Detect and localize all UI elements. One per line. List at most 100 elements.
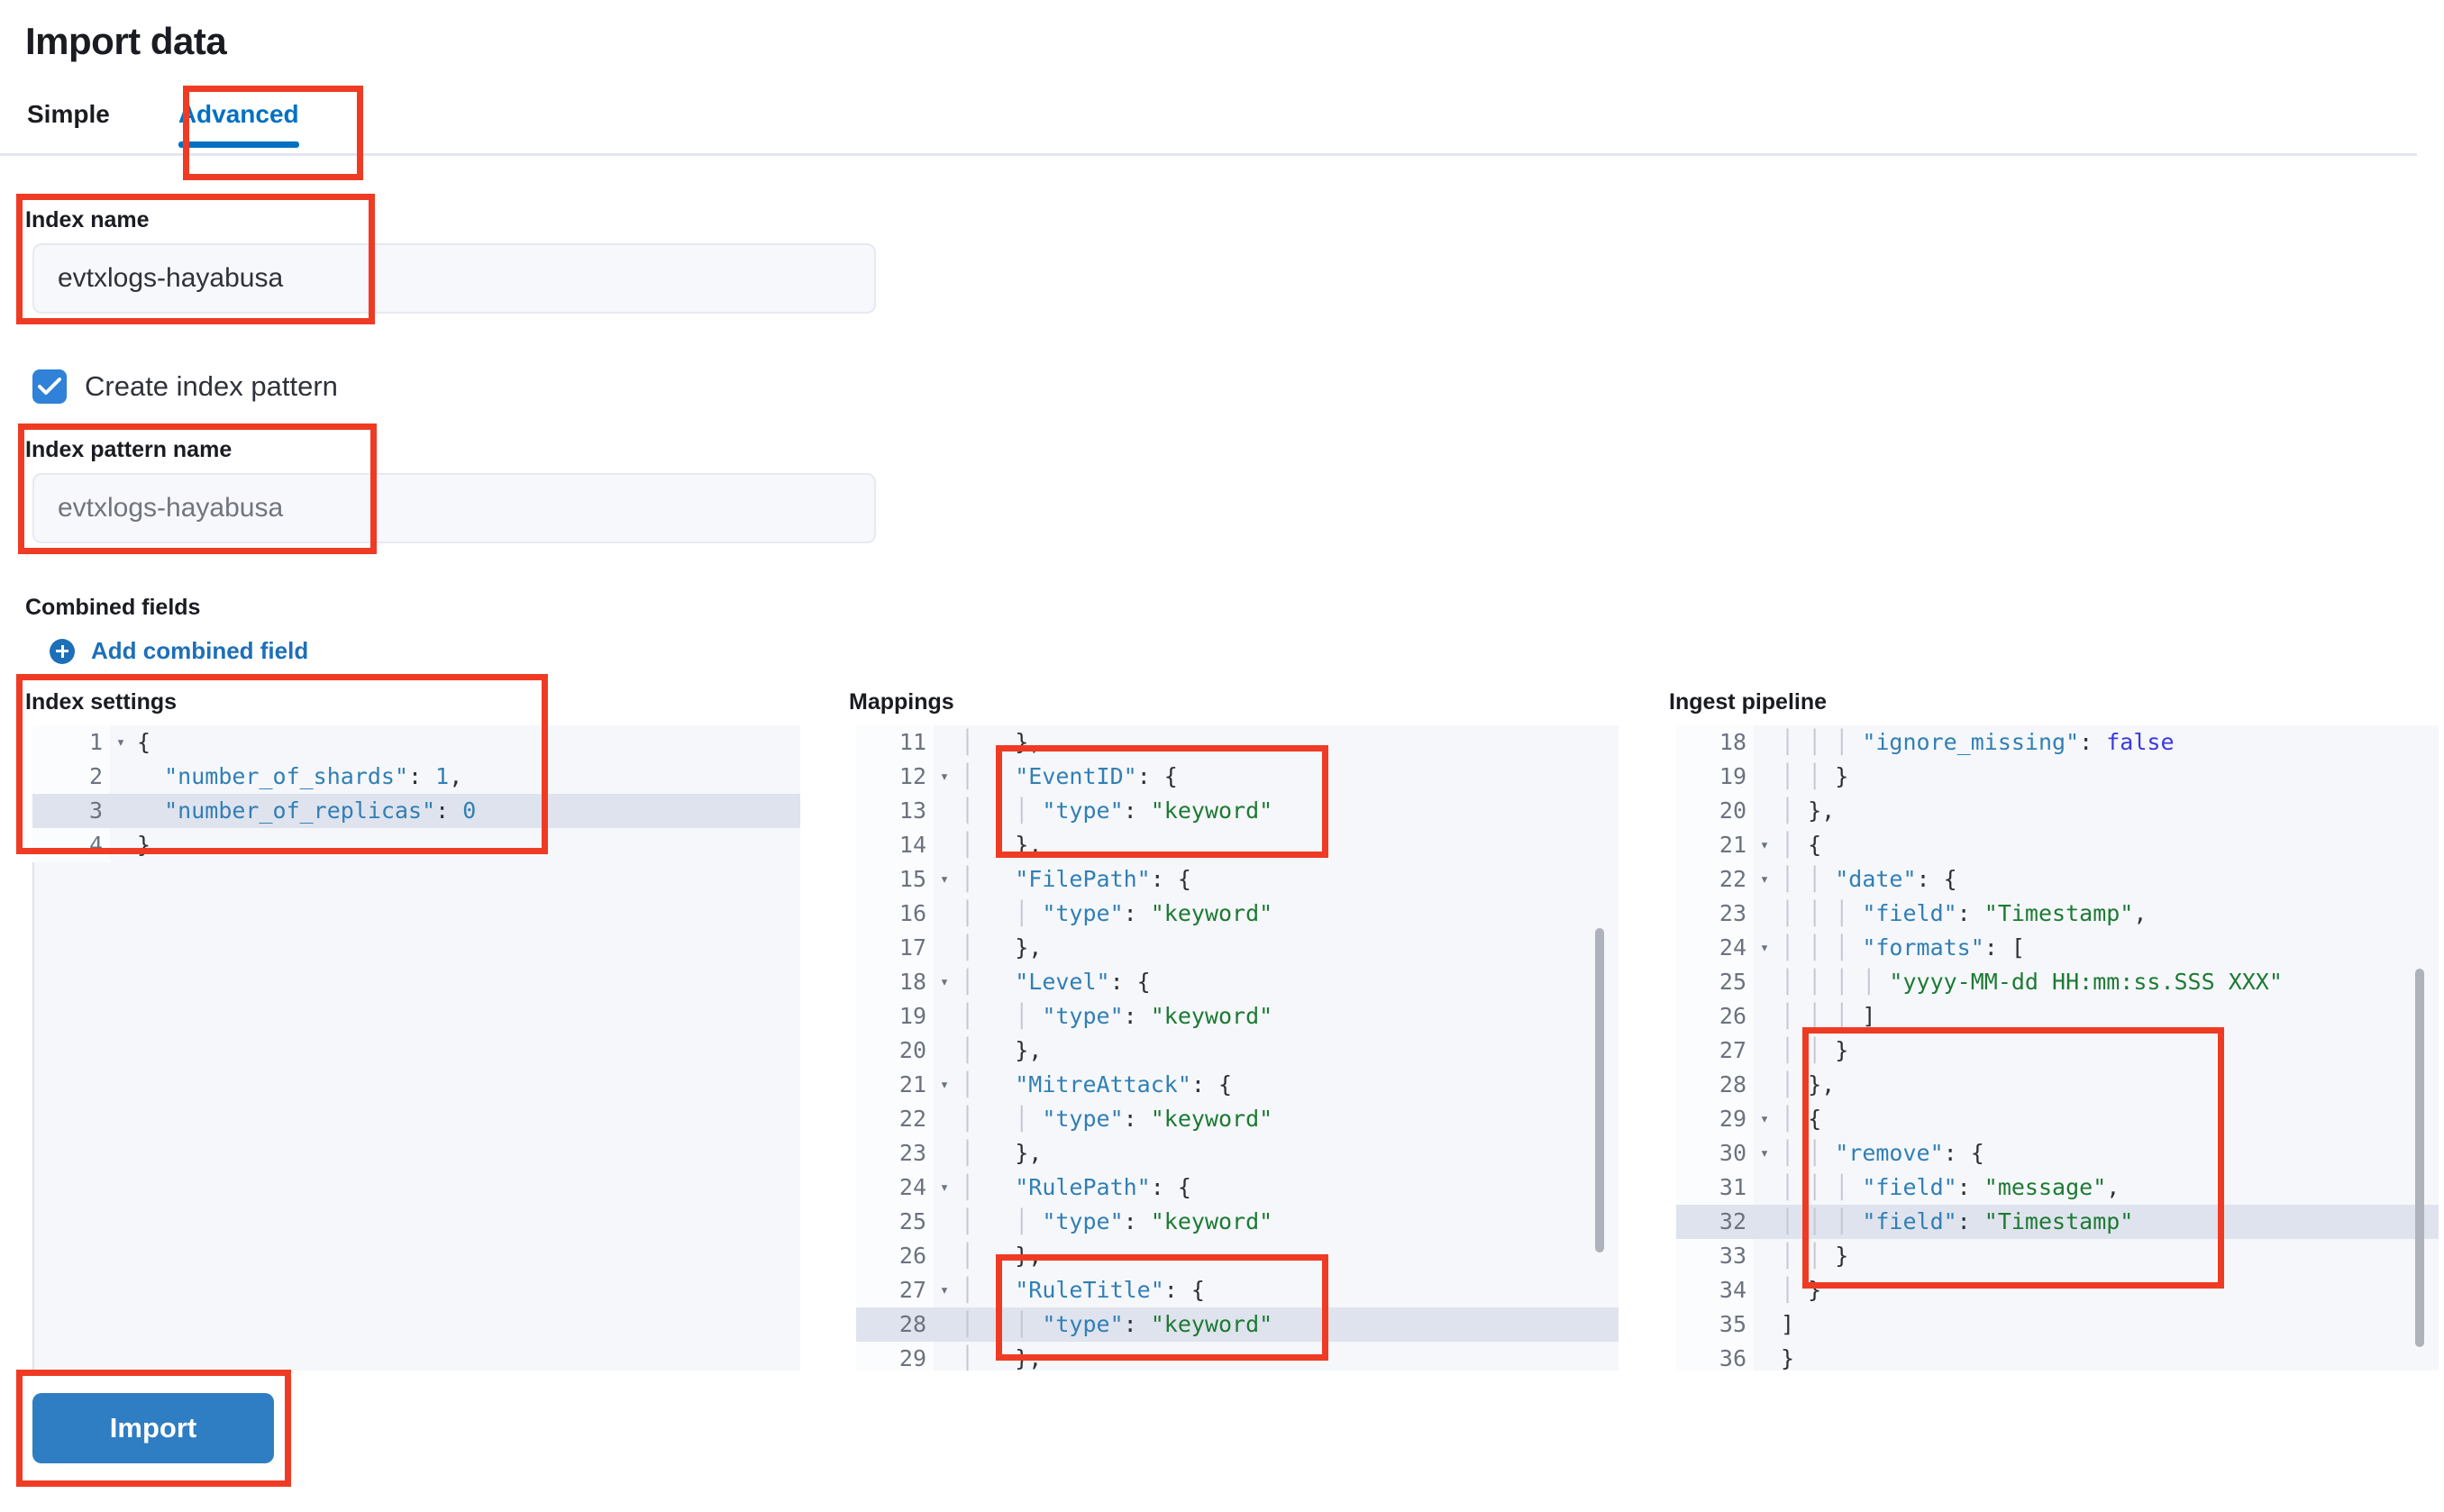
fold-spacer [1754, 1034, 1775, 1068]
code-text: } [137, 832, 151, 858]
fold-arrow-icon[interactable]: ▾ [1759, 939, 1770, 957]
tab-bar: Simple Advanced [27, 99, 335, 148]
index-pattern-name-input[interactable]: evtxlogs-hayabusa [32, 473, 876, 543]
import-button[interactable]: Import [32, 1393, 274, 1463]
fold-arrow-icon[interactable]: ▾ [1759, 1144, 1770, 1162]
line-number: 20 [1676, 794, 1754, 828]
code-line: 18 │ │ │ "ignore_missing": false [1676, 725, 2439, 760]
line-number: 13 [856, 794, 934, 828]
code-text: │ │ "type": "keyword" [961, 1208, 1273, 1234]
fold-arrow-icon[interactable]: ▾ [1759, 836, 1770, 854]
code-text: │ │ } [1781, 763, 1849, 789]
line-number: 24 [1676, 931, 1754, 965]
line-number: 26 [1676, 999, 1754, 1034]
code-line: 23 │ │ │ "field": "Timestamp", [1676, 897, 2439, 931]
code-text: │ │ │ "ignore_missing": false [1781, 729, 2175, 755]
line-number: 4 [32, 828, 110, 862]
fold-spacer [1754, 1068, 1775, 1102]
code-text: │ }, [961, 1037, 1043, 1063]
fold-arrow-icon[interactable]: ▾ [115, 733, 126, 751]
fold-spacer [1754, 760, 1775, 794]
code-line: 20│ }, [1676, 794, 2439, 828]
code-text: │ │ } [1781, 1243, 1849, 1269]
line-number: 25 [1676, 965, 1754, 999]
fold-spacer [934, 828, 955, 862]
line-number: 23 [1676, 897, 1754, 931]
line-number: 2 [32, 760, 110, 794]
line-number: 14 [856, 828, 934, 862]
code-text: ] [1781, 1311, 1795, 1337]
mappings-editor[interactable]: 11│ },12▾│ "EventID": {13│ │ "type": "ke… [856, 725, 1619, 1371]
combined-fields-label: Combined fields [25, 595, 201, 620]
code-line: 21▾│ "MitreAttack": { [856, 1068, 1619, 1102]
fold-spacer [1754, 897, 1775, 931]
fold-arrow-icon[interactable]: ▾ [1759, 870, 1770, 888]
code-line: 15▾│ "FilePath": { [856, 862, 1619, 897]
fold-arrow-icon[interactable]: ▾ [1759, 1110, 1770, 1128]
code-line: 21▾│ { [1676, 828, 2439, 862]
fold-spacer [110, 828, 132, 862]
line-number: 33 [1676, 1239, 1754, 1273]
line-number: 15 [856, 862, 934, 897]
code-text: │ │ │ "field": "Timestamp", [1781, 900, 2148, 926]
fold-arrow-icon[interactable]: ▾ [939, 1076, 950, 1094]
fold-spacer [1754, 1342, 1775, 1371]
line-number: 18 [1676, 725, 1754, 760]
code-line: 25│ │ │ │ "yyyy-MM-dd HH:mm:ss.SSS XXX" [1676, 965, 2439, 999]
editor-gutter-border [32, 725, 34, 1371]
code-text: │ "RuleTitle": { [961, 1277, 1205, 1303]
mappings-scrollbar[interactable] [1595, 928, 1604, 1252]
code-text: │ │ "type": "keyword" [961, 900, 1273, 926]
add-combined-field-button[interactable]: Add combined field [50, 637, 308, 665]
create-index-pattern-checkbox-row[interactable]: Create index pattern [32, 369, 338, 404]
line-number: 21 [856, 1068, 934, 1102]
code-text: │ }, [961, 1345, 1043, 1371]
fold-arrow-icon[interactable]: ▾ [939, 870, 950, 888]
code-line: 35] [1676, 1307, 2439, 1342]
line-number: 28 [1676, 1068, 1754, 1102]
code-text: │ }, [1781, 1071, 1836, 1098]
code-line: 29▾│ { [1676, 1102, 2439, 1136]
line-number: 27 [1676, 1034, 1754, 1068]
tab-advanced[interactable]: Advanced [142, 99, 335, 148]
fold-spacer [934, 897, 955, 931]
code-line: 34│ } [1676, 1273, 2439, 1307]
ingest-pipeline-title: Ingest pipeline [1669, 689, 1828, 715]
code-text: │ │ "type": "keyword" [961, 1106, 1273, 1132]
fold-arrow-icon[interactable]: ▾ [939, 973, 950, 991]
fold-arrow-icon[interactable]: ▾ [939, 768, 950, 786]
fold-arrow-icon[interactable]: ▾ [939, 1281, 950, 1299]
line-number: 28 [856, 1307, 934, 1342]
line-number: 22 [856, 1102, 934, 1136]
tab-simple[interactable]: Simple [27, 100, 110, 128]
fold-spacer [934, 1307, 955, 1342]
checkmark-icon[interactable] [32, 369, 67, 404]
code-line: 26│ }, [856, 1239, 1619, 1273]
line-number: 35 [1676, 1307, 1754, 1342]
line-number: 26 [856, 1239, 934, 1273]
fold-spacer [1754, 1205, 1775, 1239]
line-number: 27 [856, 1273, 934, 1307]
code-line: 23│ }, [856, 1136, 1619, 1170]
fold-spacer [110, 760, 132, 794]
code-line: 25│ │ "type": "keyword" [856, 1205, 1619, 1239]
fold-spacer [934, 931, 955, 965]
code-line: 13│ │ "type": "keyword" [856, 794, 1619, 828]
add-combined-field-label: Add combined field [91, 637, 309, 664]
code-text: │ }, [961, 832, 1043, 858]
fold-spacer [1754, 1170, 1775, 1205]
plus-circle-icon [50, 638, 75, 664]
index-name-input[interactable]: evtxlogs-hayabusa [32, 243, 876, 314]
index-settings-editor[interactable]: 1▾{2 "number_of_shards": 1,3 "number_of_… [32, 725, 800, 1371]
code-line: 18▾│ "Level": { [856, 965, 1619, 999]
fold-arrow-icon[interactable]: ▾ [939, 1179, 950, 1197]
line-number: 19 [856, 999, 934, 1034]
fold-spacer [1754, 725, 1775, 760]
line-number: 30 [1676, 1136, 1754, 1170]
fold-spacer [934, 1136, 955, 1170]
ingest-pipeline-scrollbar[interactable] [2415, 969, 2424, 1347]
code-text: { [137, 729, 151, 755]
line-number: 3 [32, 794, 110, 828]
code-text: │ { [1781, 832, 1822, 858]
